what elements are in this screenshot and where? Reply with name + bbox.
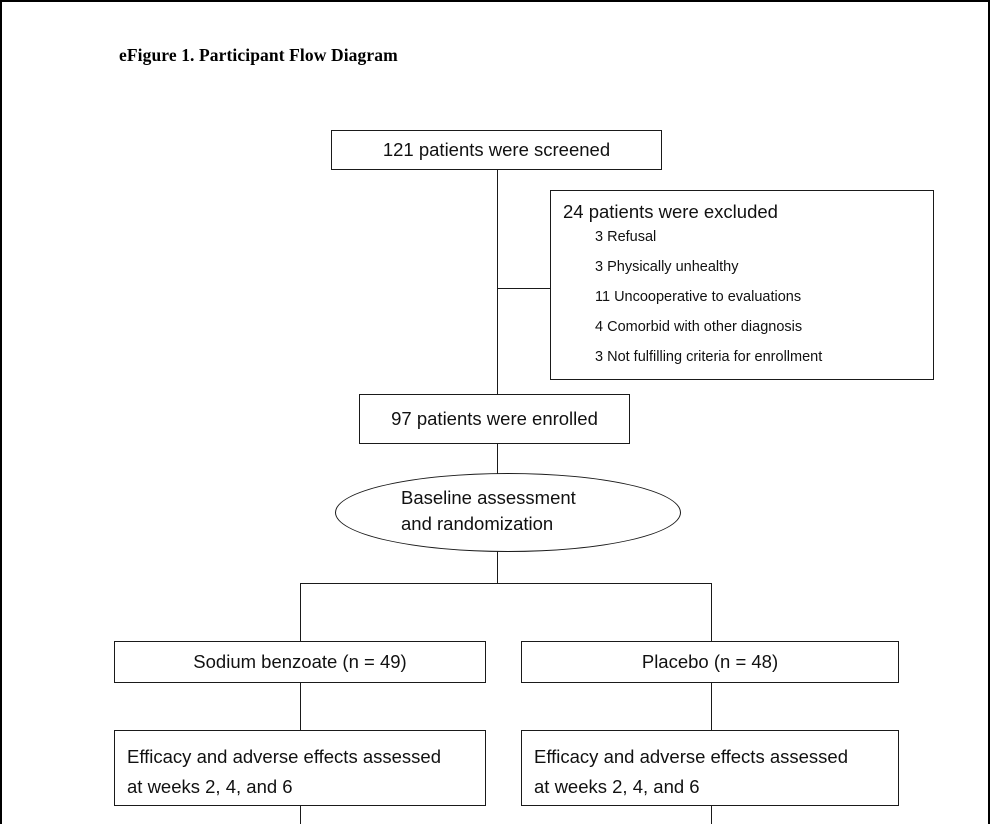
connector-enrolled-to-randomization <box>497 444 498 475</box>
node-screened: 121 patients were screened <box>331 130 662 170</box>
connector-arm-right-to-assess-right <box>711 683 712 731</box>
connector-assess-left-continues <box>300 806 301 824</box>
node-assessment-placebo: Efficacy and adverse effects assessed at… <box>521 730 899 806</box>
node-arm-placebo: Placebo (n = 48) <box>521 641 899 683</box>
exclusion-reason-item: 3 Physically unhealthy <box>595 259 739 276</box>
exclusion-reason-item: 11 Uncooperative to evaluations <box>595 289 802 306</box>
node-randomization: Baseline assessment and randomization <box>335 473 681 552</box>
assessment-right-line2: at weeks 2, 4, and 6 <box>534 775 700 797</box>
node-assessment-placebo-label: Efficacy and adverse effects assessed at… <box>534 742 898 802</box>
figure-title: eFigure 1. Participant Flow Diagram <box>119 45 398 65</box>
exclusion-reason-item: 4 Comorbid with other diagnosis <box>595 319 803 336</box>
assessment-right-line1: Efficacy and adverse effects assessed <box>534 746 848 767</box>
connector-arm-left-to-assess-left <box>300 683 301 731</box>
node-enrolled-label: 97 patients were enrolled <box>391 408 598 430</box>
connector-split-to-arm-right <box>711 583 712 642</box>
exclusion-reason-item: 3 Not fulfilling criteria for enrollment <box>595 349 823 366</box>
node-randomization-label: Baseline assessment and randomization <box>401 485 576 538</box>
connector-randomization-to-split <box>497 548 498 584</box>
node-arm-sodium-benzoate-label: Sodium benzoate (n = 49) <box>193 651 407 673</box>
connector-split-to-arm-left <box>300 583 301 642</box>
node-assessment-sodium-benzoate: Efficacy and adverse effects assessed at… <box>114 730 486 806</box>
node-excluded-heading: 24 patients were excluded <box>563 201 778 222</box>
exclusion-reason-item: 3 Refusal <box>595 228 657 245</box>
connector-assess-right-continues <box>711 806 712 824</box>
node-assessment-sodium-benzoate-label: Efficacy and adverse effects assessed at… <box>127 742 485 802</box>
node-excluded: 24 patients were excluded 3 Refusal 3 Ph… <box>550 190 934 380</box>
node-screened-label: 121 patients were screened <box>382 139 611 161</box>
node-arm-sodium-benzoate: Sodium benzoate (n = 49) <box>114 641 486 683</box>
connector-screened-to-enrolled <box>497 170 498 394</box>
exclusion-reason-list: 3 Refusal 3 Physically unhealthy 11 Unco… <box>563 228 933 367</box>
node-randomization-line2: and randomization <box>401 513 554 535</box>
assessment-left-line1: Efficacy and adverse effects assessed <box>127 746 441 767</box>
node-randomization-line1: Baseline assessment <box>401 487 576 508</box>
node-enrolled: 97 patients were enrolled <box>359 394 630 444</box>
connector-split-bar <box>300 583 712 584</box>
node-arm-placebo-label: Placebo (n = 48) <box>641 651 779 673</box>
assessment-left-line2: at weeks 2, 4, and 6 <box>127 775 293 797</box>
connector-branch-to-excluded <box>497 288 551 289</box>
